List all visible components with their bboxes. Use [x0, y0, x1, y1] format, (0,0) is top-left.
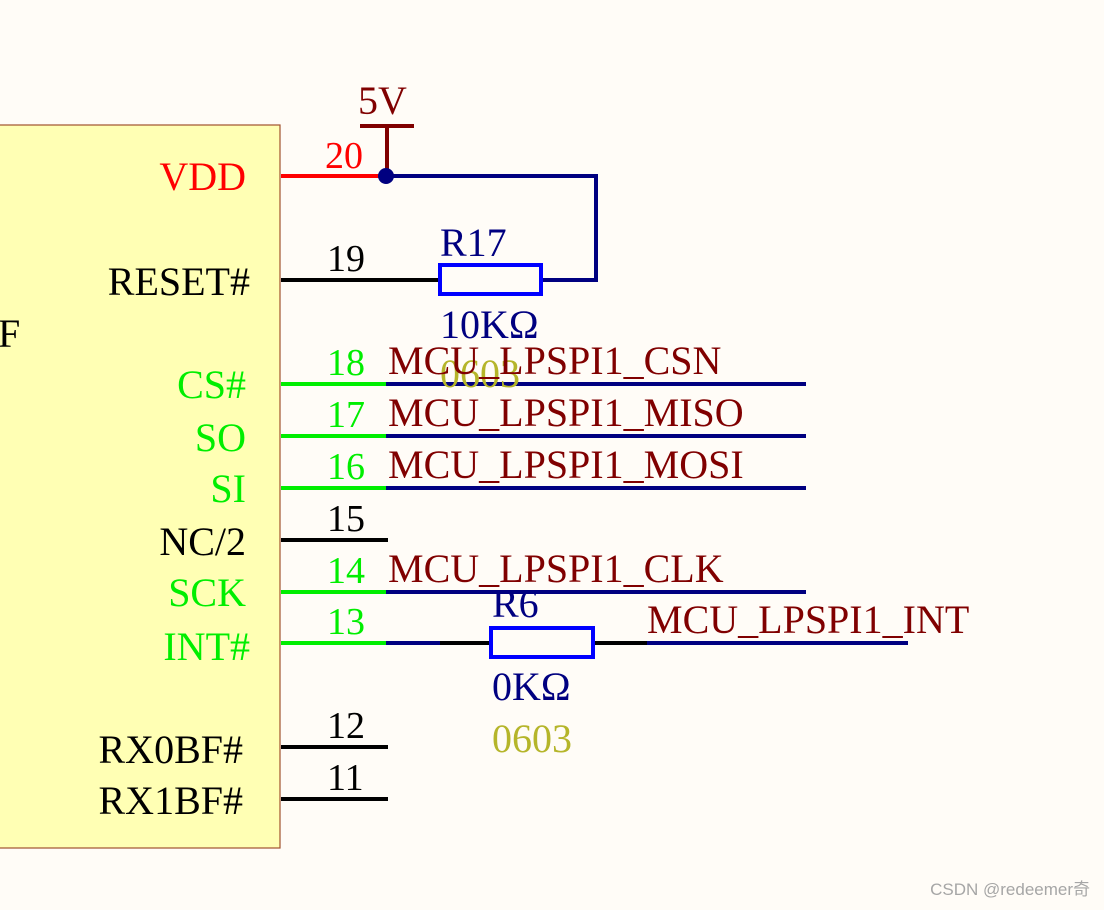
pin-number-19: 19	[327, 238, 365, 280]
r6-package: 0603	[492, 716, 572, 761]
power-port-5v: 5V	[358, 78, 414, 176]
r6-designator: R6	[492, 581, 539, 626]
pin-number-18: 18	[327, 342, 365, 384]
pin-name-nc2: NC/2	[159, 519, 246, 564]
resistor-r6: R6 0KΩ 0603	[489, 581, 595, 761]
net-label-miso: MCU_LPSPI1_MISO	[388, 390, 744, 435]
pin-name-int: INT#	[163, 624, 250, 669]
power-label: 5V	[358, 78, 407, 123]
net-label-csn: MCU_LPSPI1_CSN	[388, 338, 721, 383]
net-label-int: MCU_LPSPI1_INT	[647, 597, 969, 642]
pin-number-20: 20	[325, 135, 363, 177]
r6-value: 0KΩ	[492, 664, 571, 709]
pin-name-so: SO	[195, 415, 246, 460]
pin-name-si: SI	[210, 466, 246, 511]
pin-name-rx0bf: RX0BF#	[99, 727, 244, 772]
pin-name-cs: CS#	[177, 362, 246, 407]
resistor-r17: R17 10KΩ 0603	[438, 220, 543, 396]
pin-number-14: 14	[327, 550, 365, 592]
pin-number-16: 16	[327, 446, 365, 488]
ic-partial-label: F	[0, 311, 20, 356]
ic-body	[0, 124, 281, 849]
pin-number-15: 15	[327, 498, 365, 540]
pin-name-vdd: VDD	[159, 154, 246, 199]
pin-name-sck: SCK	[168, 570, 246, 615]
wire-vdd-to-r17	[385, 174, 598, 282]
r17-value: 10KΩ	[440, 302, 539, 347]
net-label-mosi: MCU_LPSPI1_MOSI	[388, 442, 744, 487]
r17-designator: R17	[440, 220, 507, 265]
pin-number-11: 11	[327, 757, 364, 799]
r17-package: 0603	[440, 351, 520, 396]
pin-name-reset: RESET#	[108, 259, 250, 304]
net-label-clk: MCU_LPSPI1_CLK	[388, 546, 724, 591]
pin-number-17: 17	[327, 394, 365, 436]
watermark: CSDN @redeemer奇	[930, 880, 1090, 899]
pin-number-13: 13	[327, 601, 365, 643]
junction-dot	[378, 168, 394, 184]
r17-body	[438, 263, 543, 296]
pin-number-12: 12	[327, 705, 365, 747]
r6-body	[489, 626, 595, 659]
pin-name-rx1bf: RX1BF#	[99, 778, 244, 823]
